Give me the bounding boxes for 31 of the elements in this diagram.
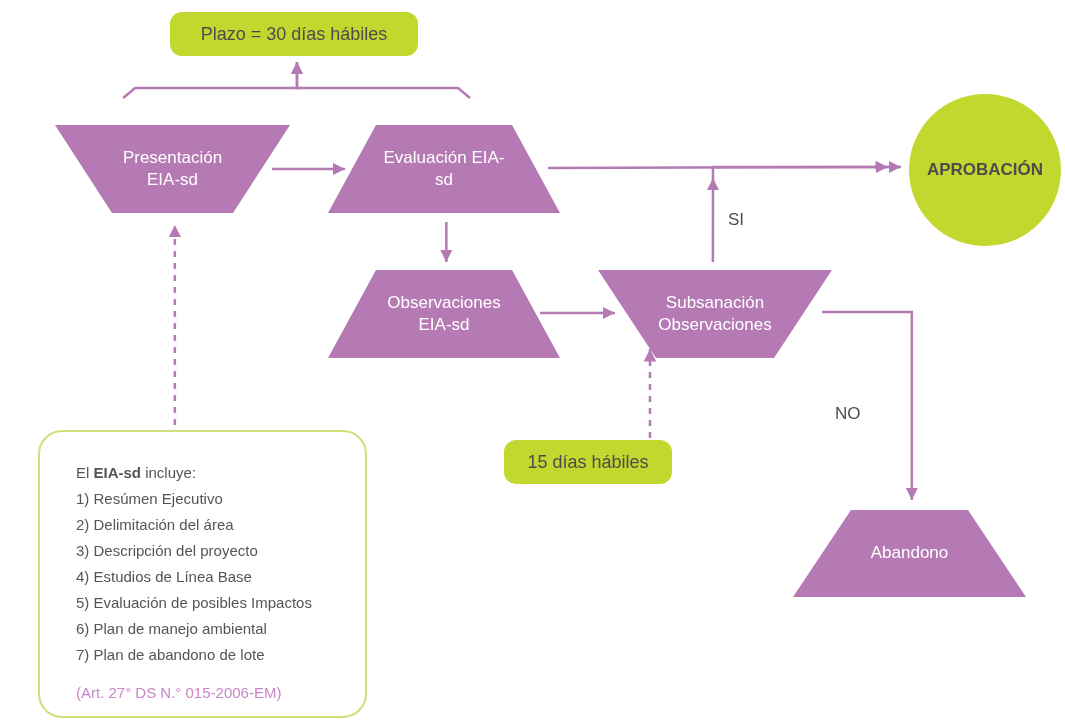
- arrow: [540, 306, 615, 320]
- list-item: 6) Plan de manejo ambiental: [76, 619, 268, 639]
- result-text: APROBACIÓN: [926, 160, 1044, 180]
- arrow: [548, 160, 888, 174]
- box-label: Presentación EIA-sd: [121, 146, 224, 191]
- card-heading: El EIA-sd incluye:: [76, 463, 198, 483]
- arrow: [440, 222, 453, 262]
- box-label: Abandono: [870, 542, 949, 565]
- dashed-arrow: [643, 349, 657, 438]
- duration-badge: [504, 440, 672, 484]
- duration-text: Plazo = 30 días hábiles: [200, 23, 388, 45]
- box-label: Subsanación Observaciones: [657, 291, 773, 336]
- info-card: [38, 430, 367, 718]
- list-item: 7) Plan de abandono de lote: [76, 645, 266, 665]
- arrow: [822, 310, 919, 500]
- legal-note: (Art. 27° DS N.° 015-2006-EM): [76, 683, 283, 703]
- arrow: [272, 162, 345, 176]
- list-item: 3) Descripción del proyecto: [76, 541, 259, 561]
- list-item: 2) Delimitación del área: [76, 515, 235, 535]
- dashed-arrow: [168, 225, 182, 425]
- list-item: 4) Estudios de Línea Base: [76, 567, 253, 587]
- duration-badge: [170, 12, 418, 56]
- list-item: 5) Evaluación de posibles Impactos: [76, 593, 313, 613]
- box-label: Evaluación EIA-sd: [382, 146, 506, 191]
- duration-text: 15 días hábiles: [527, 451, 649, 473]
- box-label: Observaciones EIA-sd: [386, 291, 502, 336]
- edge-label: NO: [835, 404, 861, 424]
- arrow: [707, 160, 901, 262]
- arrow: [290, 62, 471, 99]
- list-item: 1) Resúmen Ejecutivo: [76, 489, 224, 509]
- edge-label: SI: [728, 210, 745, 230]
